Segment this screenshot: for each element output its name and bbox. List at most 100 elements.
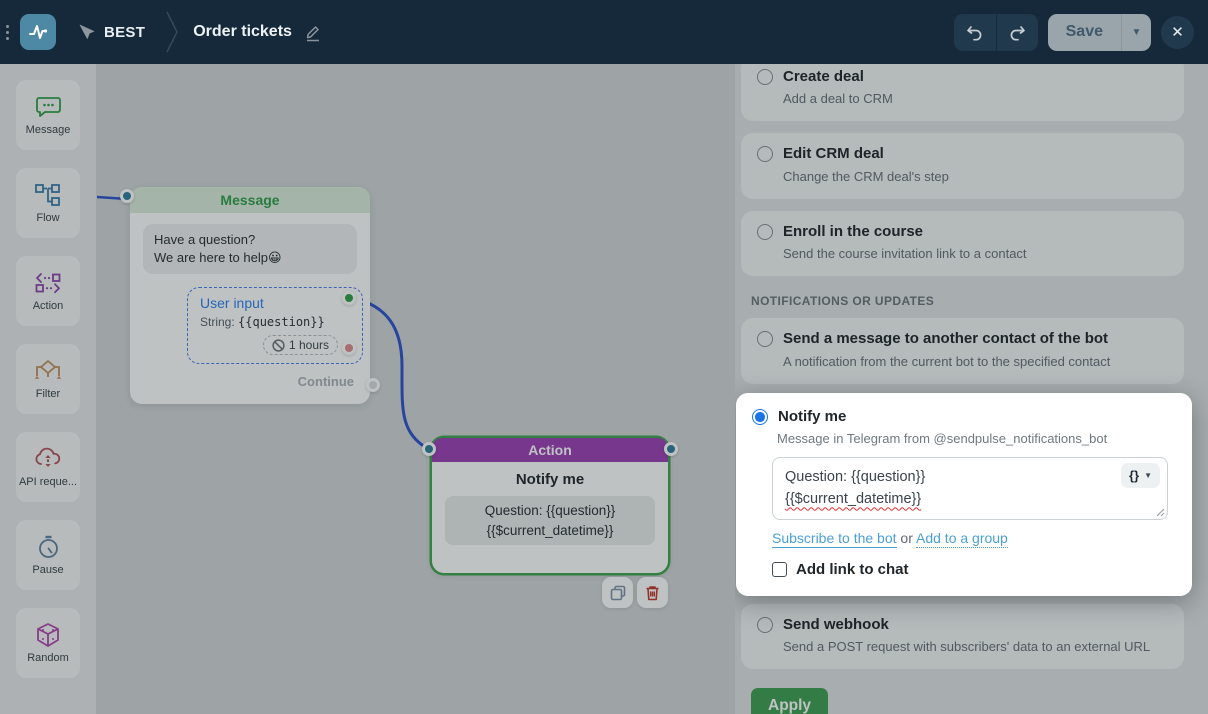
delete-node-button[interactable]	[637, 577, 668, 608]
notification-text-line1: Question: {{question}}	[785, 469, 926, 485]
user-input-variable: {{question}}	[238, 315, 325, 330]
success-port[interactable]	[342, 291, 356, 306]
sidebar-item-label: Random	[27, 652, 69, 664]
sidebar-item-label: Pause	[32, 564, 64, 576]
option-enroll-course[interactable]: Enroll in the course Send the course inv…	[741, 210, 1184, 277]
action-preview-line2: {{$current_datetime}}	[486, 522, 614, 538]
section-label-notifications: NOTIFICATIONS OR UPDATES	[751, 294, 935, 309]
action-header-label: Action	[528, 442, 572, 458]
api-request-icon	[35, 447, 61, 467]
user-input-value: String: {{question}}	[200, 315, 352, 329]
sidebar-item-pause[interactable]: Pause	[16, 520, 80, 590]
flow-canvas[interactable]: Message Have a question? We are here to …	[97, 64, 735, 714]
edit-pencil-icon[interactable]	[304, 23, 322, 42]
option-send-webhook[interactable]: Send webhook Send a POST request with su…	[741, 603, 1184, 670]
option-subtitle: Change the CRM deal's step	[783, 168, 949, 184]
radio-edit-crm-deal[interactable]	[757, 146, 773, 163]
bot-links-row: Subscribe to the bot or Add to a group	[772, 529, 1176, 548]
notify-subtitle: Message in Telegram from @sendpulse_noti…	[777, 431, 1108, 446]
action-icon	[35, 273, 61, 294]
filter-icon	[34, 360, 62, 379]
action-preview-box: Question: {{question}} {{$current_dateti…	[445, 496, 655, 546]
subscribe-bot-link[interactable]: Subscribe to the bot	[772, 529, 897, 548]
save-button[interactable]: Save	[1047, 13, 1121, 51]
copy-icon	[610, 585, 625, 600]
action-preview-line1: Question: {{question}}	[484, 503, 616, 518]
action-title: Notify me	[515, 471, 585, 488]
option-subtitle: A notification from the current bot to t…	[783, 353, 1111, 369]
radio-create-deal[interactable]	[757, 69, 773, 85]
flow-icon	[35, 184, 60, 206]
option-edit-crm-deal[interactable]: Edit CRM deal Change the CRM deal's step	[741, 133, 1184, 199]
action-settings-panel: Create deal Add a deal to CRM Edit CRM d…	[735, 64, 1208, 714]
add-link-checkbox[interactable]	[772, 561, 787, 577]
radio-send-message-contact[interactable]	[757, 331, 773, 348]
sidebar-item-api-request[interactable]: API reque...	[16, 432, 80, 502]
input-port[interactable]	[422, 442, 436, 456]
redo-button[interactable]	[995, 13, 1038, 51]
timeout-pill: 1 hours	[262, 335, 338, 356]
trash-icon	[646, 585, 659, 600]
option-title: Send a message to another contact of the…	[783, 330, 1109, 348]
option-notify-me-selected[interactable]: Notify me Message in Telegram from @send…	[736, 392, 1192, 596]
bubble-text-line2: We are here to help😀	[154, 250, 282, 266]
message-bubble: Have a question? We are here to help😀	[143, 224, 357, 275]
option-title: Notify me	[778, 407, 847, 425]
action-node-selected[interactable]: Action Notify me Question: {{question}} …	[422, 438, 678, 573]
option-subtitle: Send a POST request with subscribers' da…	[783, 639, 1151, 655]
close-button[interactable]: ✕	[1161, 15, 1194, 49]
add-to-group-link[interactable]: Add to a group	[916, 529, 1008, 548]
sidebar-item-filter[interactable]: Filter	[16, 344, 80, 414]
redo-icon	[1010, 25, 1025, 41]
save-dropdown-button[interactable]: ▼	[1121, 13, 1151, 51]
sidebar-item-message[interactable]: Message	[16, 80, 80, 150]
checkbox-label: Add link to chat	[796, 560, 909, 578]
top-bar: BEST Order tickets Save ▼	[0, 0, 1208, 64]
duplicate-node-button[interactable]	[602, 577, 633, 608]
apply-button[interactable]: Apply	[751, 688, 829, 714]
notification-text-input[interactable]: Question: {{question}} {{$current_dateti…	[772, 457, 1168, 520]
timeout-port[interactable]	[342, 341, 356, 356]
add-link-to-chat-option[interactable]: Add link to chat	[772, 561, 1176, 578]
output-port[interactable]	[664, 442, 678, 456]
telegram-plane-icon	[79, 24, 95, 39]
blocks-sidebar: Message Flow Action	[0, 64, 97, 714]
user-input-block[interactable]: User input String: {{question}} 1 hours	[187, 287, 363, 365]
continue-port[interactable]	[366, 378, 380, 392]
input-port[interactable]	[120, 189, 134, 203]
option-subtitle: Add a deal to CRM	[783, 91, 893, 107]
message-node-header: Message	[130, 187, 370, 213]
undo-button[interactable]	[953, 13, 996, 51]
link-join-word: or	[900, 529, 913, 546]
option-title: Enroll in the course	[783, 222, 924, 240]
app-logo[interactable]	[20, 14, 56, 50]
option-title: Create deal	[783, 68, 864, 85]
option-title: Edit CRM deal	[783, 145, 884, 163]
sidebar-item-action[interactable]: Action	[16, 256, 80, 326]
message-node[interactable]: Message Have a question? We are here to …	[120, 187, 380, 404]
radio-enroll-course[interactable]	[757, 223, 773, 240]
sidebar-item-random[interactable]: Random	[16, 608, 80, 678]
no-entry-icon	[272, 339, 285, 352]
kebab-menu-icon[interactable]	[6, 24, 10, 40]
random-dice-icon	[37, 623, 59, 647]
sidebar-item-flow[interactable]: Flow	[16, 168, 80, 238]
bot-selector[interactable]: BEST	[78, 23, 145, 41]
message-icon	[35, 97, 61, 117]
radio-notify-me[interactable]	[752, 408, 768, 425]
undo-icon	[967, 25, 982, 41]
sidebar-item-label: Message	[25, 124, 71, 136]
insert-variable-button[interactable]: {}▼	[1120, 463, 1160, 488]
pulse-icon	[29, 25, 48, 39]
option-send-message-contact[interactable]: Send a message to another contact of the…	[741, 318, 1184, 384]
resize-handle[interactable]	[1156, 508, 1165, 517]
bot-name: BEST	[104, 23, 146, 41]
sidebar-item-label: API reque...	[18, 476, 78, 488]
caret-down-icon: ▼	[1144, 471, 1152, 480]
pause-timer-icon	[38, 535, 58, 558]
radio-send-webhook[interactable]	[757, 616, 773, 633]
flow-title: Order tickets	[193, 23, 292, 40]
continue-label: Continue	[297, 374, 354, 389]
option-create-deal[interactable]: Create deal Add a deal to CRM	[741, 64, 1184, 122]
option-title: Send webhook	[783, 615, 889, 633]
